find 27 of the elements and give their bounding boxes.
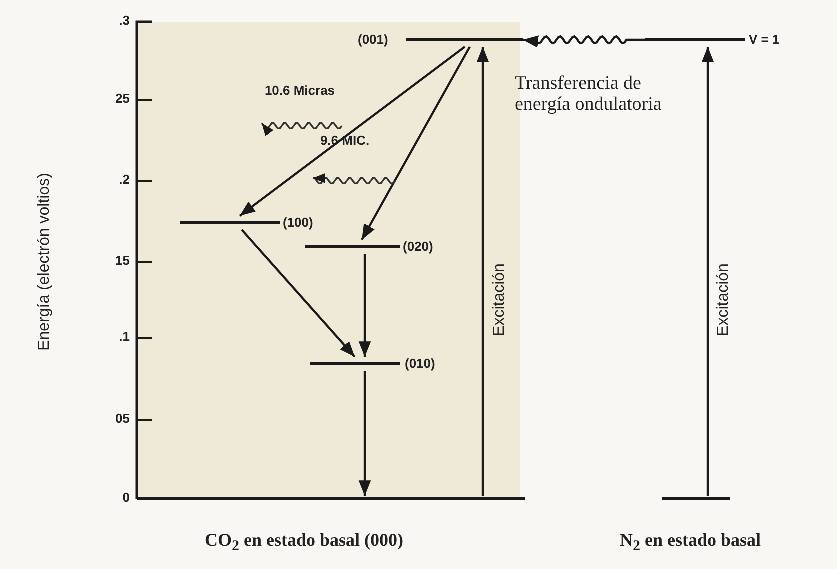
wavy-arrow <box>522 35 645 48</box>
arrow <box>702 47 714 496</box>
level-label: (010) <box>405 356 436 371</box>
arrow <box>476 47 490 496</box>
caption-text: CO$_{2}$ en estado basal (000) <box>205 530 404 556</box>
level-label: (001) <box>358 32 388 47</box>
edge-label: Excitación <box>715 264 733 336</box>
wavelength-label: 10.6 Micras <box>264 84 336 99</box>
arrow <box>358 371 372 496</box>
tick-label: .3 <box>119 13 130 28</box>
axis-title: Energía (electrón voltios) <box>36 173 54 351</box>
edge-label: Excitación <box>491 264 509 336</box>
arrow <box>358 254 372 357</box>
tick-label: 15 <box>116 253 130 268</box>
tick-label: 05 <box>116 411 130 426</box>
arrow <box>241 229 356 358</box>
tick-label: .2 <box>119 172 130 187</box>
annotation-text: Transferencia de energía ondulatoria <box>515 74 663 116</box>
arrow <box>239 46 466 217</box>
level-label: (100) <box>283 215 314 230</box>
tick-label: 25 <box>116 91 130 106</box>
arrow <box>361 46 471 241</box>
level-label: (020) <box>403 239 434 254</box>
tick-label: 0 <box>122 490 130 505</box>
tick-label: .1 <box>119 329 130 344</box>
caption-text: N$_{2}$ en estado basal <box>620 530 762 556</box>
level-label: V = 1 <box>749 32 780 47</box>
